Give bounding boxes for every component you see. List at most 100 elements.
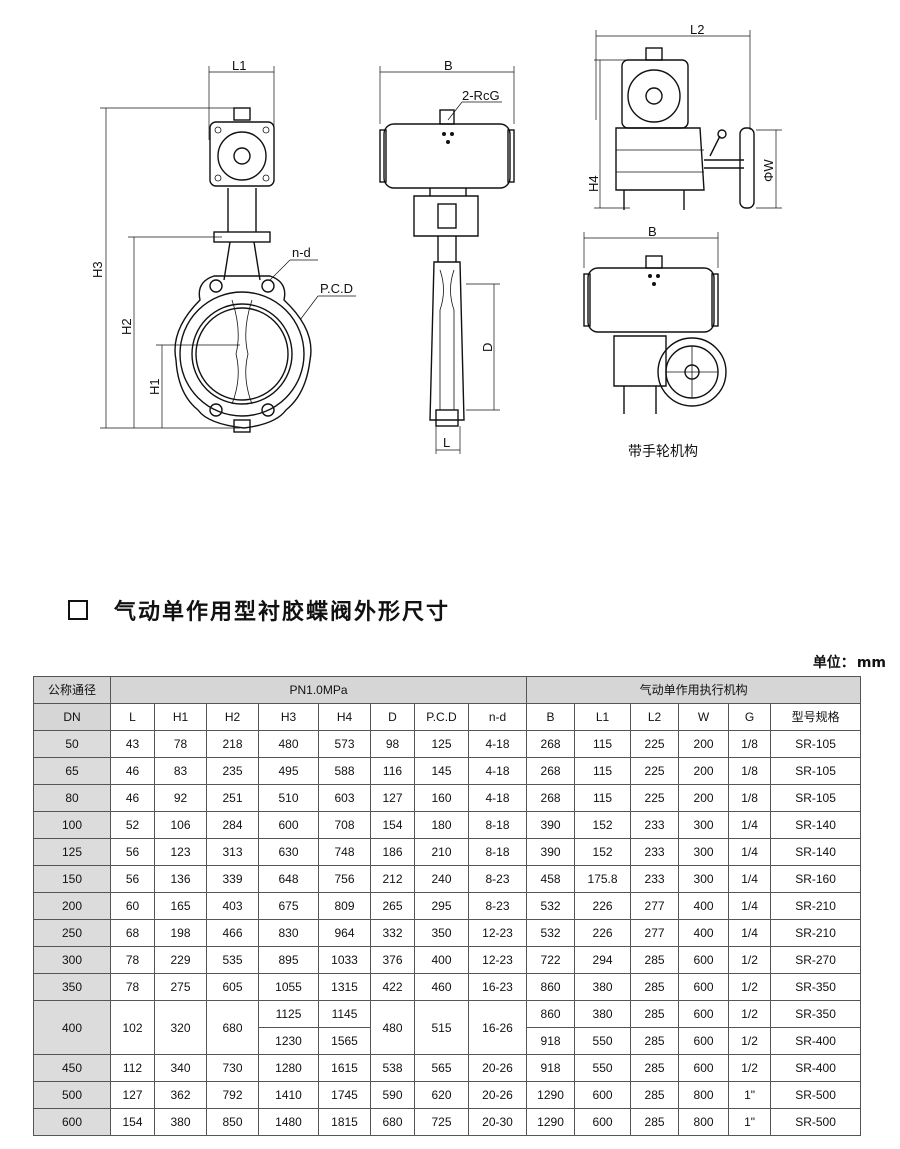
table-cell: 233 — [630, 838, 680, 866]
header-dn-group: 公称通径 — [33, 676, 111, 704]
table-cell: 78 — [154, 730, 207, 758]
table-cell: SR-350 — [770, 973, 862, 1001]
dn-cell: 350 — [33, 973, 111, 1001]
table-cell: 1055 — [258, 973, 319, 1001]
table-cell: SR-400 — [770, 1027, 862, 1055]
table-cell: 112 — [110, 1054, 155, 1082]
table-cell: 573 — [318, 730, 371, 758]
table-cell: 380 — [574, 1000, 632, 1028]
table-cell: 200 — [678, 730, 730, 758]
table-cell: 229 — [154, 946, 207, 974]
table-cell: 68 — [110, 919, 155, 947]
table-cell: 376 — [370, 946, 415, 974]
dn-cell: 100 — [33, 811, 111, 839]
table-cell: 225 — [630, 784, 680, 812]
table-cell: 198 — [154, 919, 207, 947]
table-cell: 16-26 — [467, 1000, 528, 1055]
table-cell: 180 — [414, 811, 469, 839]
table-cell: 116 — [370, 757, 415, 785]
table-cell: 1315 — [318, 973, 371, 1001]
table-cell: 83 — [154, 757, 207, 785]
table-cell: 510 — [258, 784, 319, 812]
table-cell: 12-23 — [467, 919, 528, 947]
table-cell: 212 — [370, 865, 415, 893]
table-cell: 300 — [678, 811, 730, 839]
table-cell: 46 — [110, 757, 155, 785]
dim-b-top-label: B — [444, 58, 453, 73]
dim-l-label: L — [443, 435, 450, 450]
dim-rcg-label: 2-RcG — [462, 88, 500, 103]
dn-cell: 50 — [33, 730, 111, 758]
table-cell: 115 — [574, 730, 632, 758]
table-cell: 165 — [154, 892, 207, 920]
dim-b-lower-label: B — [648, 224, 657, 239]
handwheel-caption: 带手轮机构 — [628, 443, 698, 459]
table-cell: SR-400 — [770, 1054, 862, 1082]
column-header: H1 — [154, 703, 207, 731]
dn-cell: 125 — [33, 838, 111, 866]
table-cell: 1410 — [258, 1081, 319, 1109]
dn-cell: 400 — [33, 1000, 111, 1055]
table-cell: 200 — [678, 784, 730, 812]
checkbox-square-icon — [68, 600, 88, 620]
table-cell: 1290 — [526, 1081, 576, 1109]
table-cell: 60 — [110, 892, 155, 920]
dn-cell: 65 — [33, 757, 111, 785]
table-cell: 460 — [414, 973, 469, 1001]
table-cell: 600 — [678, 946, 730, 974]
table-cell: 340 — [154, 1054, 207, 1082]
table-cell: 458 — [526, 865, 576, 893]
table-cell: 136 — [154, 865, 207, 893]
table-cell: 730 — [206, 1054, 259, 1082]
table-cell: 600 — [574, 1108, 632, 1136]
table-cell: 268 — [526, 784, 576, 812]
table-cell: 20-30 — [467, 1108, 528, 1136]
table-cell: SR-105 — [770, 784, 862, 812]
table-cell: 268 — [526, 730, 576, 758]
table-cell: 918 — [526, 1027, 576, 1055]
table-cell: 400 — [414, 946, 469, 974]
table-cell: 16-23 — [467, 973, 528, 1001]
table-cell: 532 — [526, 919, 576, 947]
table-cell: 422 — [370, 973, 415, 1001]
table-cell: 225 — [630, 757, 680, 785]
dn-cell: 500 — [33, 1081, 111, 1109]
table-cell: 235 — [206, 757, 259, 785]
table-cell: 294 — [574, 946, 632, 974]
table-cell: 251 — [206, 784, 259, 812]
table-cell: 115 — [574, 784, 632, 812]
table-cell: 154 — [370, 811, 415, 839]
table-cell: 332 — [370, 919, 415, 947]
table-cell: 1745 — [318, 1081, 371, 1109]
table-cell: 52 — [110, 811, 155, 839]
table-cell: SR-140 — [770, 811, 862, 839]
table-cell: 675 — [258, 892, 319, 920]
table-cell: SR-160 — [770, 865, 862, 893]
table-cell: 565 — [414, 1054, 469, 1082]
column-header: D — [370, 703, 415, 731]
table-cell: 350 — [414, 919, 469, 947]
table-cell: 964 — [318, 919, 371, 947]
table-cell: 588 — [318, 757, 371, 785]
table-cell: 1280 — [258, 1054, 319, 1082]
dn-cell: 150 — [33, 865, 111, 893]
table-cell: 600 — [678, 1000, 730, 1028]
table-cell: 300 — [678, 838, 730, 866]
table-cell: 186 — [370, 838, 415, 866]
table-cell: 115 — [574, 757, 632, 785]
column-header: L2 — [630, 703, 680, 731]
header-actuator-group: 气动单作用执行机构 — [526, 676, 862, 704]
table-cell: 285 — [630, 1108, 680, 1136]
table-cell: 1/4 — [728, 892, 772, 920]
table-cell: 1290 — [526, 1108, 576, 1136]
table-cell: 1/4 — [728, 865, 772, 893]
column-header: H2 — [206, 703, 259, 731]
unit-value: mm — [856, 655, 886, 671]
table-cell: 265 — [370, 892, 415, 920]
